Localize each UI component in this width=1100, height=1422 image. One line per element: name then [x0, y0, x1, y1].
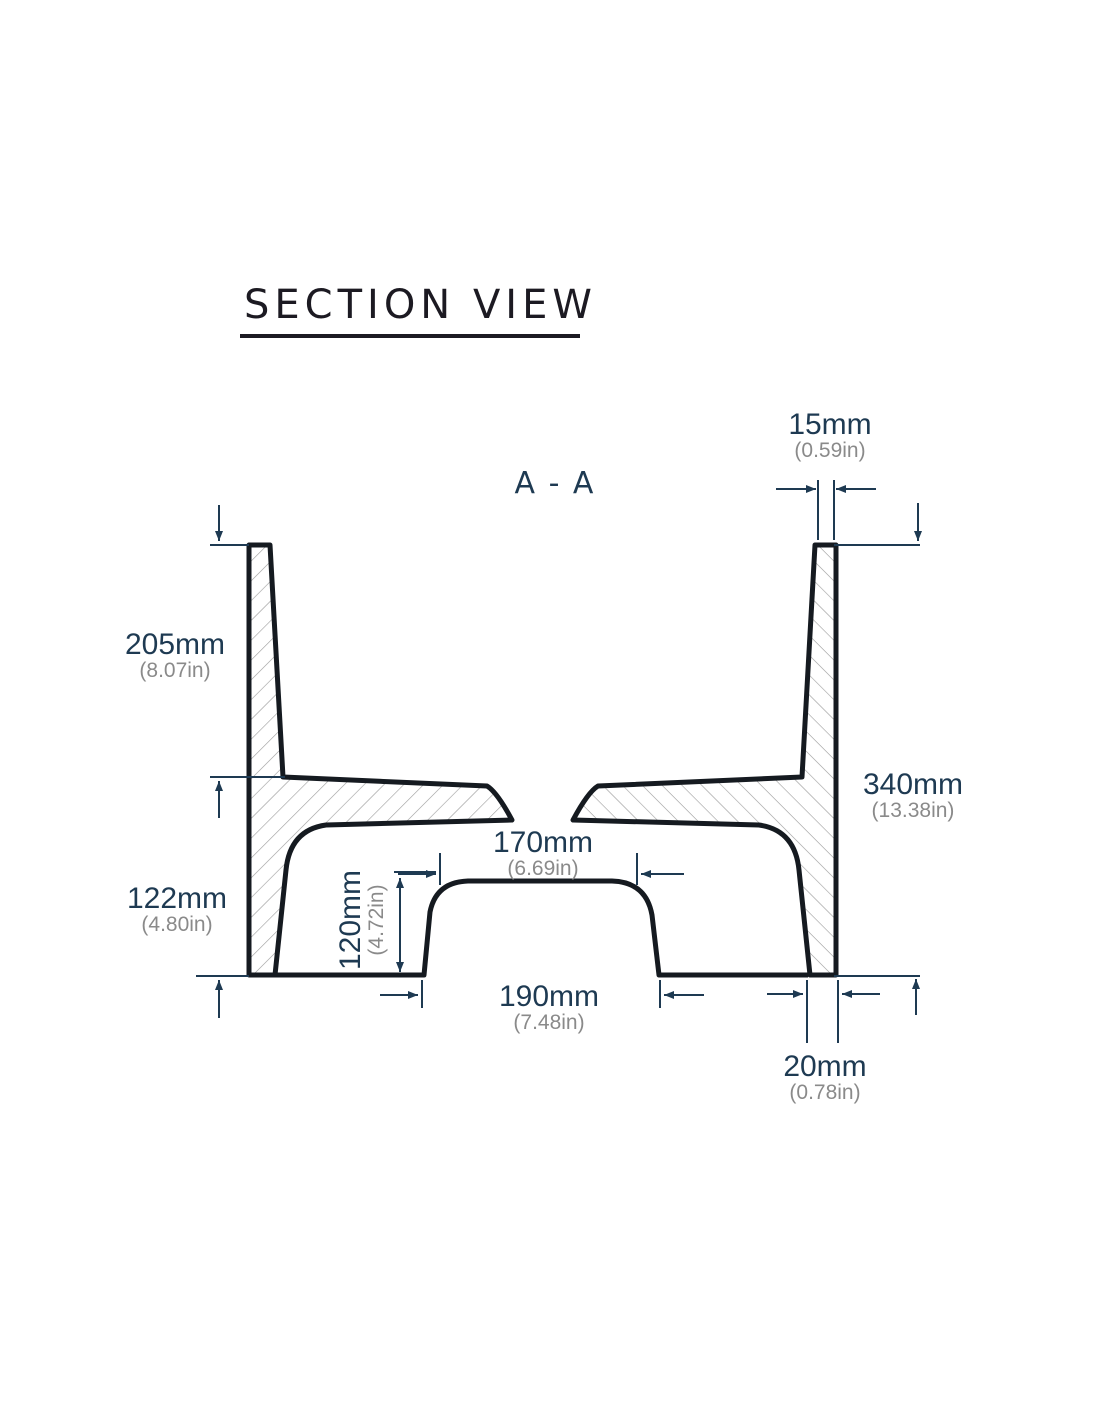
right-section-profile	[570, 542, 839, 978]
dim-lower-height-in: (4.80in)	[141, 913, 213, 936]
dim-inner-gap-in: (6.69in)	[507, 857, 579, 880]
dim-arch-height-mm: 120mm	[334, 869, 367, 971]
dim-lower-height: 122mm (4.80in)	[112, 884, 242, 936]
dimension-lines	[196, 480, 922, 1043]
left-section-profile	[246, 542, 515, 978]
dim-total-height-mm: 340mm	[862, 768, 964, 801]
dim-base-thickness-in: (0.78in)	[789, 1081, 861, 1104]
title-underline	[240, 334, 580, 338]
dim-arch-height-in: (4.72in)	[365, 884, 388, 956]
dim-base-gap: 190mm (7.48in)	[484, 982, 614, 1034]
dim-inner-gap-mm: 170mm	[492, 826, 594, 859]
dim-upper-height: 205mm (8.07in)	[110, 630, 240, 682]
drawing-title: SECTION VIEW	[244, 282, 597, 328]
section-label: A - A	[514, 466, 596, 501]
dim-base-thickness: 20mm (0.78in)	[760, 1052, 890, 1104]
dim-arch-height: 120mm (4.72in)	[334, 855, 388, 985]
dim-base-thickness-mm: 20mm	[783, 1050, 867, 1083]
base-arch-line	[275, 878, 808, 978]
dim-lower-height-mm: 122mm	[126, 882, 228, 915]
dim-total-height: 340mm (13.38in)	[848, 770, 978, 822]
dim-base-gap-in: (7.48in)	[513, 1011, 585, 1034]
dim-upper-height-in: (8.07in)	[139, 659, 211, 682]
dim-top-thickness-mm: 15mm	[788, 408, 872, 441]
dim-inner-gap: 170mm (6.69in)	[478, 828, 608, 880]
dim-upper-height-mm: 205mm	[124, 628, 226, 661]
dim-total-height-in: (13.38in)	[871, 799, 955, 822]
dim-top-thickness: 15mm (0.59in)	[770, 410, 890, 462]
dim-top-thickness-in: (0.59in)	[794, 439, 866, 462]
dim-base-gap-mm: 190mm	[498, 980, 600, 1013]
